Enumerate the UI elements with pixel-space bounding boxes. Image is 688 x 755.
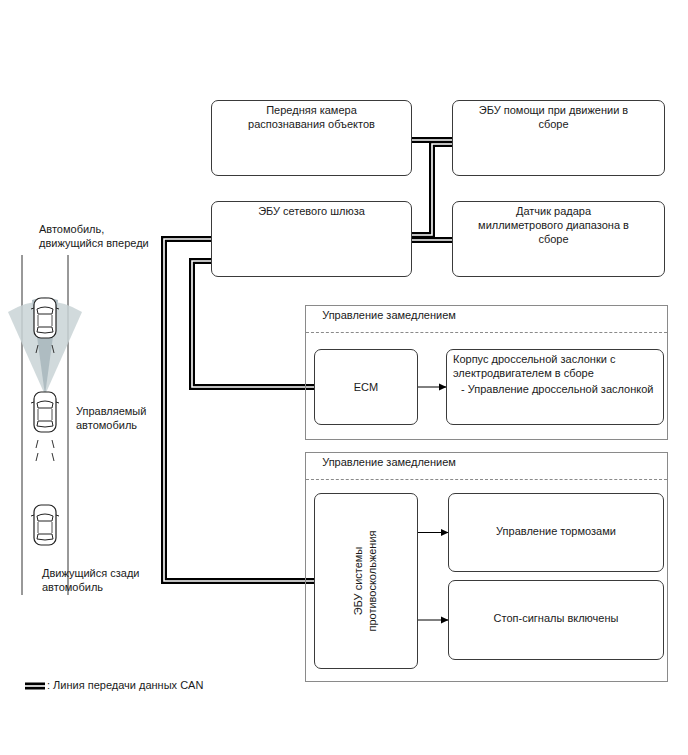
dashed-divider (306, 332, 667, 333)
arrow (418, 532, 448, 533)
ecu-box: ЭБУ помощи при движении в сборе (452, 100, 665, 176)
vehicle-label: Автомобиль, движущийся впереди (39, 223, 169, 251)
gateway-box: ЭБУ сетевого шлюза (211, 201, 412, 277)
sensor-cone (8, 298, 82, 396)
throttle-box: Корпус дроссельной заслонки с электродви… (446, 349, 664, 425)
box-title: Стоп-сигналы включены (449, 581, 663, 626)
arrow (418, 620, 448, 621)
own-car (31, 392, 59, 432)
motion-marks (36, 345, 54, 461)
box-title: Передняя камера распознавания объектов (212, 101, 411, 132)
action-box: Управление тормозами (448, 493, 664, 572)
box-title: Управление тормозами (449, 494, 663, 539)
action-box: Стоп-сигналы включены (448, 580, 664, 660)
camera-box: Передняя камера распознавания объектов (211, 100, 412, 176)
box-title: Датчик радара миллиметрового диапазона в… (453, 202, 664, 246)
car-behind (31, 505, 59, 545)
dashed-divider (306, 479, 667, 480)
box-title: ЭБУ помощи при движении в сборе (453, 101, 664, 132)
box-title: ЭБУ сетевого шлюза (212, 202, 411, 219)
box-title: ЭБУ системы противоскольжения (352, 506, 380, 656)
car-ahead (31, 298, 59, 338)
box-title: ECM (315, 350, 417, 395)
can-line (192, 261, 314, 387)
box-title: Управление замедлением (306, 306, 472, 331)
legend-text: : Линия передачи данных CAN (47, 679, 203, 693)
can-line (412, 144, 452, 235)
vehicle-label: Движущийся сзади автомобиль (42, 567, 152, 595)
control-group: Управление замедлениемЭБУ системы против… (305, 452, 668, 682)
vehicle-label: Управляемый автомобиль (76, 405, 176, 433)
control-group: Управление замедлениемECM Корпус дроссель… (305, 305, 668, 440)
can-line (412, 140, 452, 141)
can-line (164, 239, 314, 581)
abs-ecu-box: ЭБУ системы противоскольжения (314, 493, 418, 669)
radar-box: Датчик радара миллиметрового диапазона в… (452, 201, 665, 277)
legend-line-sample (25, 686, 45, 687)
arrow (418, 387, 446, 388)
ecm-box: ECM (314, 349, 418, 425)
box-note: - Управление дроссельной заслонкой (447, 381, 663, 397)
box-title: Корпус дроссельной заслонки с электродви… (447, 350, 663, 381)
box-title: Управление замедлением (306, 453, 472, 478)
can-line (412, 240, 452, 241)
